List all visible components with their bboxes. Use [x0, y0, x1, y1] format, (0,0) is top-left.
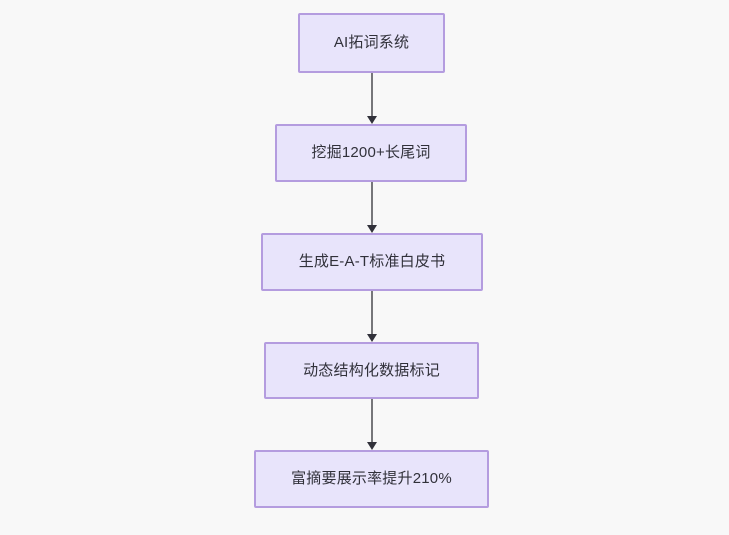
edge-line	[371, 291, 373, 335]
flow-node-label: 挖掘1200+长尾词	[311, 144, 431, 161]
edge-line	[371, 182, 373, 226]
edge-line	[371, 399, 373, 443]
flow-node-label: AI拓词系统	[333, 34, 410, 51]
flow-node-mine-longtail-keywords[interactable]: 挖掘1200+长尾词	[275, 124, 467, 182]
arrow-head-icon	[367, 334, 377, 342]
arrow-head-icon	[367, 116, 377, 124]
flow-node-ai-keyword-system[interactable]: AI拓词系统	[298, 13, 445, 73]
flow-node-generate-eat-whitepaper[interactable]: 生成E-A-T标准白皮书	[261, 233, 483, 291]
arrow-head-icon	[367, 225, 377, 233]
flow-node-rich-snippet-impression-uplift[interactable]: 富摘要展示率提升210%	[254, 450, 489, 508]
edge-line	[371, 73, 373, 117]
flow-node-label: 动态结构化数据标记	[303, 361, 440, 379]
flow-node-dynamic-structured-data-markup[interactable]: 动态结构化数据标记	[264, 342, 479, 399]
arrow-head-icon	[367, 442, 377, 450]
flow-node-label: 生成E-A-T标准白皮书	[298, 253, 446, 270]
flow-node-label: 富摘要展示率提升210%	[291, 470, 452, 487]
